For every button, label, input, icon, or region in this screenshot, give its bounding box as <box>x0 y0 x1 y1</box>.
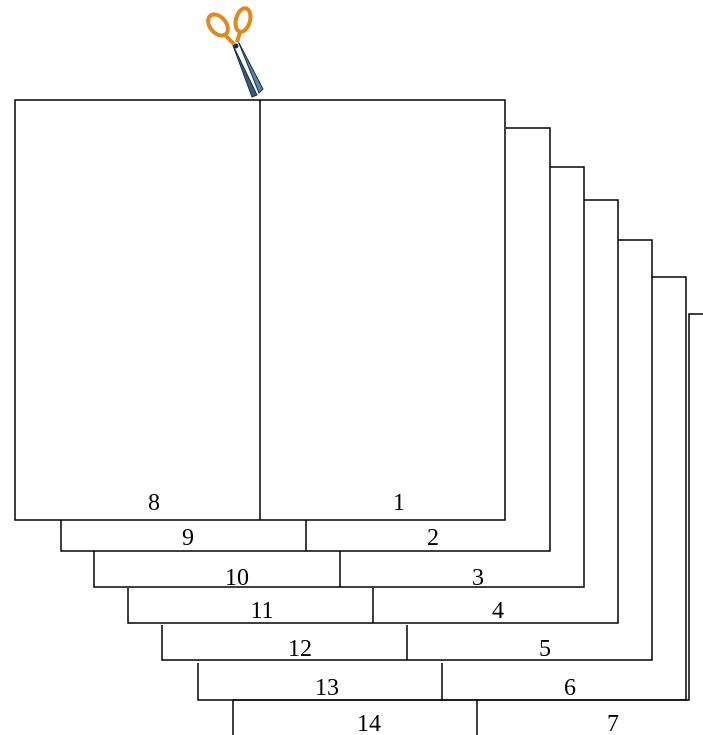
sheet-3-left-number: 10 <box>225 565 249 591</box>
sheet-6-left-number: 13 <box>315 675 339 701</box>
sheet-2: 9 2 <box>60 127 551 552</box>
sheet-4-outline <box>127 199 619 624</box>
sheet-4-left-number: 11 <box>250 598 273 624</box>
sheet-1-left-number: 8 <box>148 490 160 516</box>
sheet-6-outline <box>197 276 687 701</box>
sheet-3: 10 3 <box>93 166 585 591</box>
sheet-1: 8 1 <box>14 99 506 521</box>
sheet-7-left-number: 14 <box>357 711 381 735</box>
sheet-4: 11 4 <box>127 199 619 624</box>
sheet-5: 12 5 <box>161 239 653 662</box>
sheet-2-outline <box>60 127 551 552</box>
sheet-5-left-number: 12 <box>288 636 312 662</box>
sheet-6-right-number: 6 <box>564 675 576 701</box>
sheet-5-outline <box>161 239 653 661</box>
sheet-7-right-number: 7 <box>607 711 619 735</box>
sheet-3-right-number: 3 <box>472 565 484 591</box>
sheet-6: 13 6 <box>197 276 687 701</box>
scissors-icon <box>206 6 264 98</box>
sheet-7: 14 7 <box>232 313 703 735</box>
sheet-7-outline <box>232 313 703 735</box>
sheet-2-right-number: 2 <box>427 525 439 551</box>
sheet-2-left-number: 9 <box>182 525 194 551</box>
sheet-3-outline <box>93 166 585 588</box>
sheet-1-right-number: 1 <box>393 490 405 516</box>
sheet-5-right-number: 5 <box>539 636 551 662</box>
sheet-4-right-number: 4 <box>492 598 504 624</box>
